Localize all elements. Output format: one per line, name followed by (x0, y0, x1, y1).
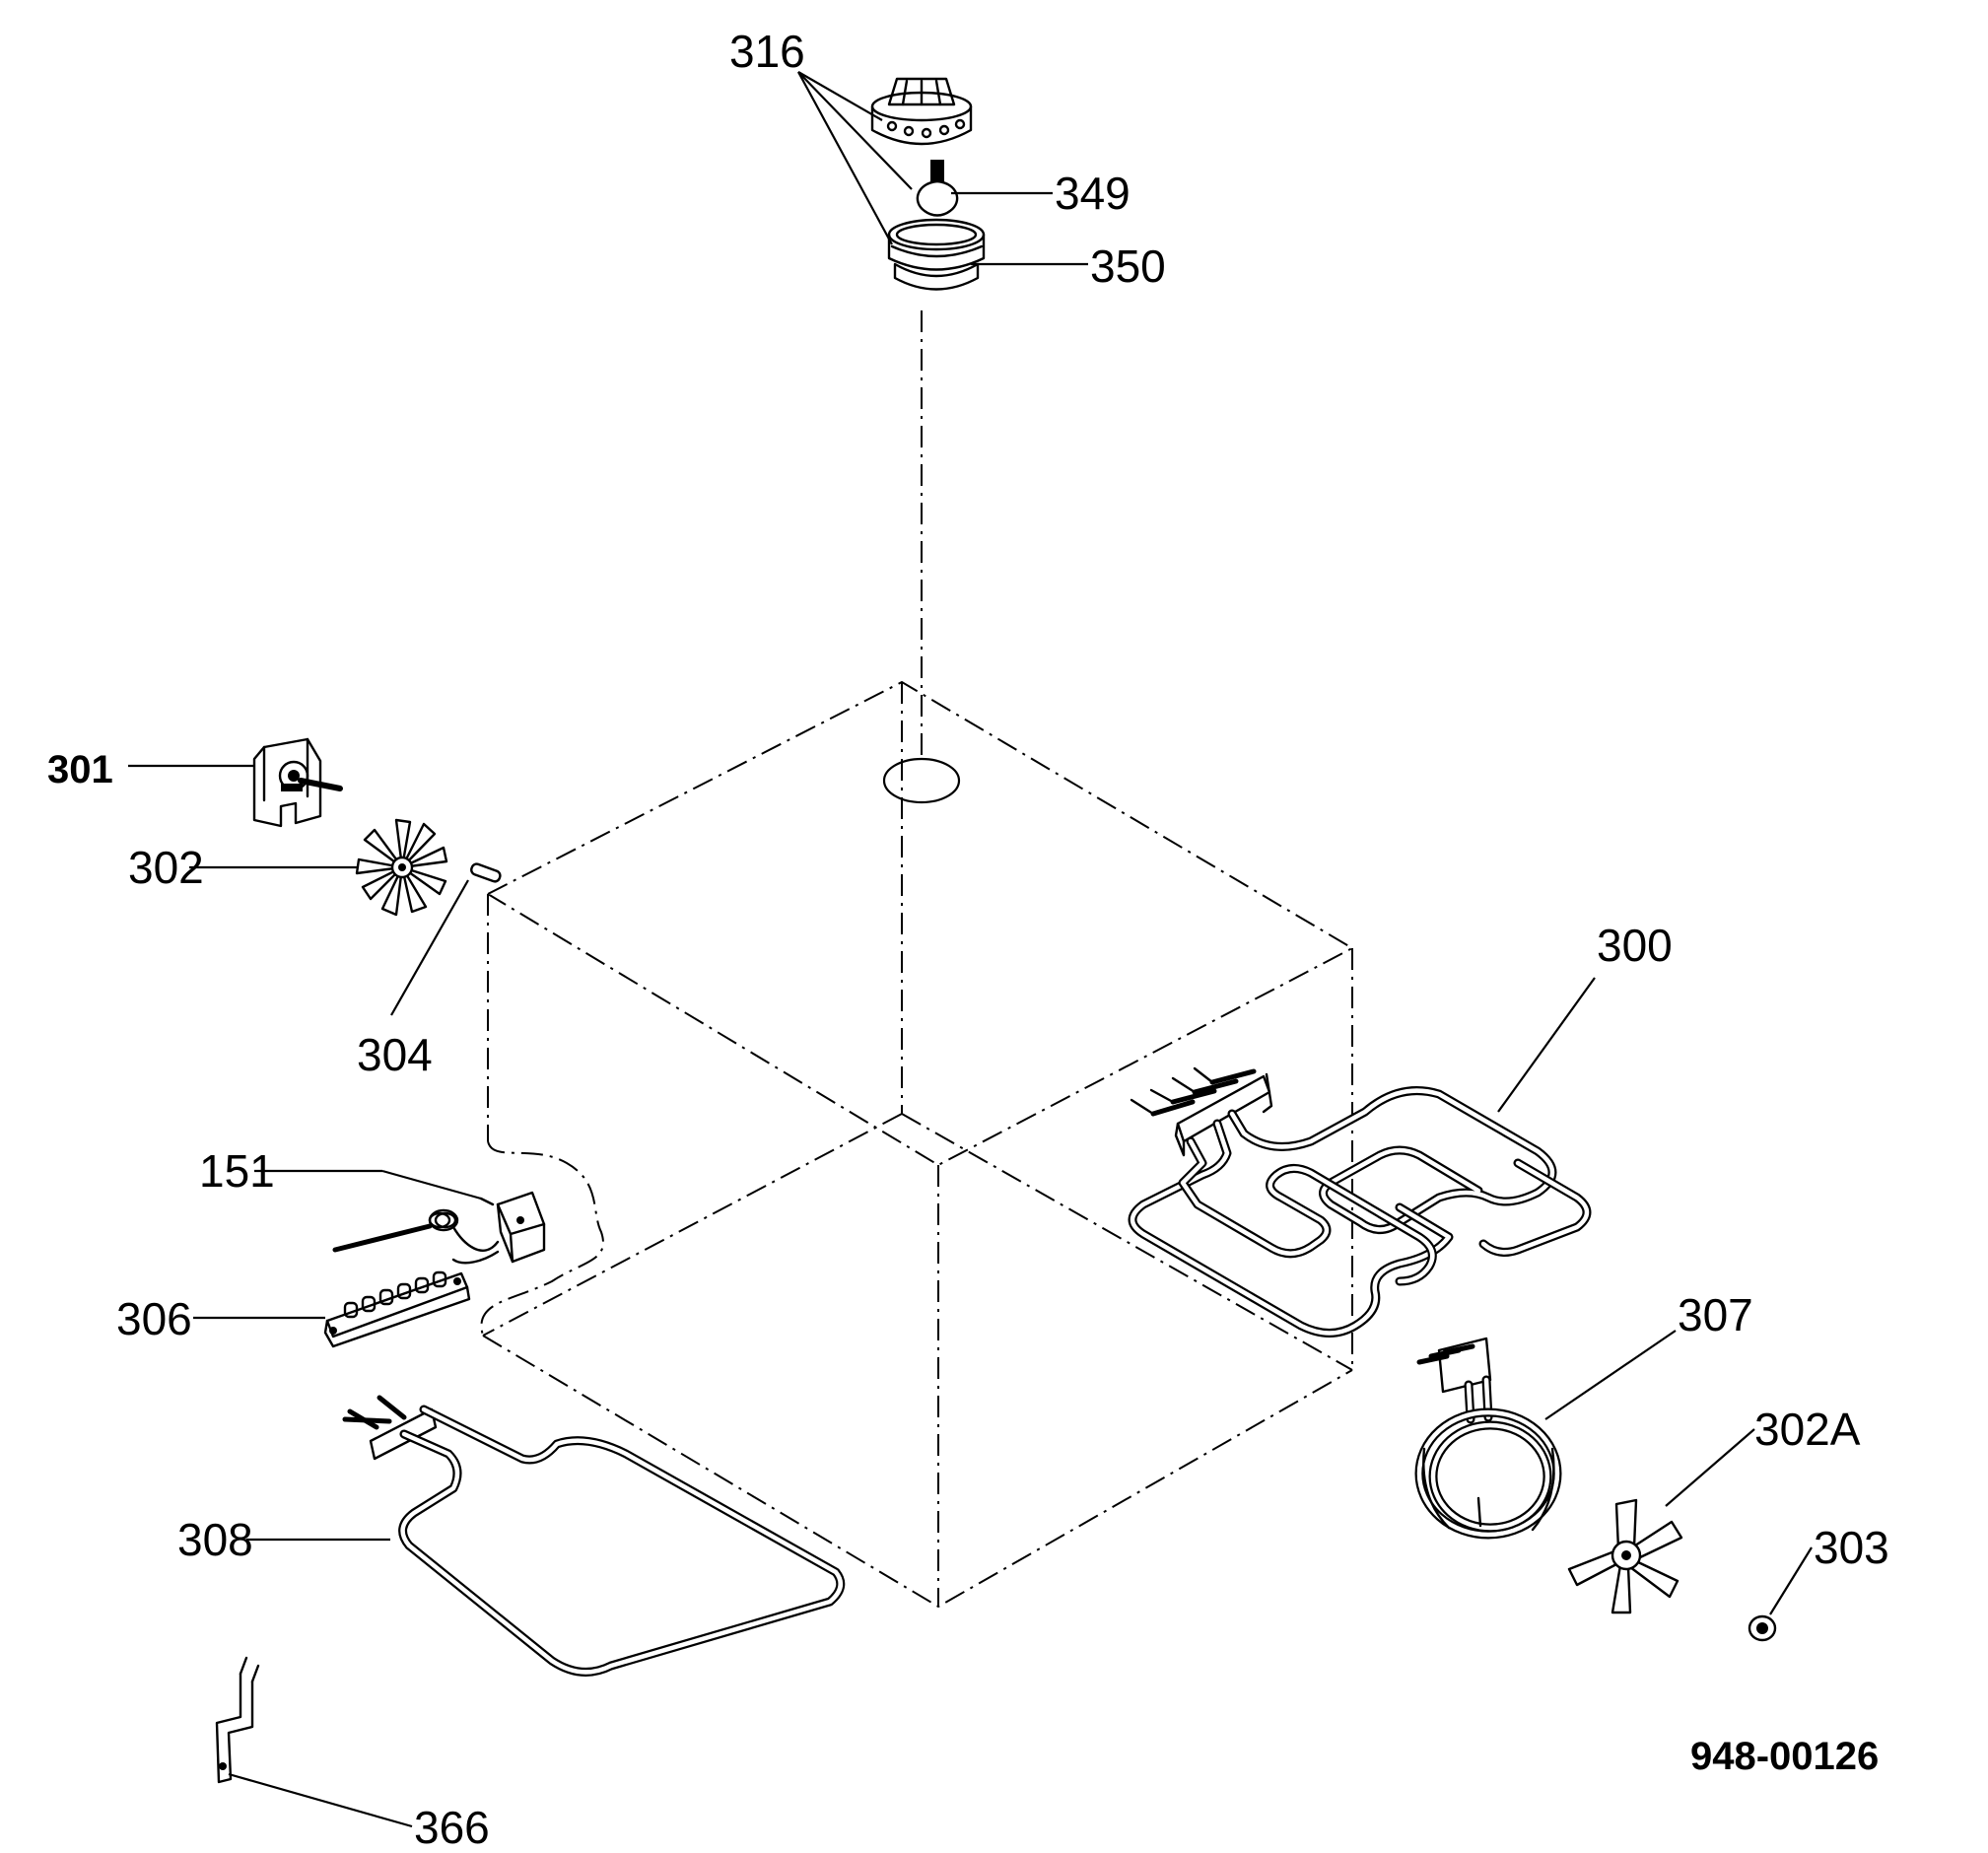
oven-cavity-outline (480, 310, 1355, 1609)
lamp-hole (882, 757, 961, 804)
thermostat-part (332, 1191, 546, 1265)
leader-lines (128, 71, 1813, 1828)
fan-motor-part (252, 737, 343, 828)
bracket-part (215, 1656, 260, 1784)
label-349: 349 (1055, 168, 1131, 219)
label-151: 151 (199, 1145, 275, 1197)
label-366: 366 (414, 1802, 490, 1848)
lamp-bulb-part (916, 160, 959, 217)
label-304: 304 (357, 1029, 433, 1080)
grill-element-part (1128, 1066, 1592, 1338)
label-306: 306 (116, 1293, 192, 1344)
label-308: 308 (177, 1514, 253, 1565)
fan-blade-part (355, 818, 448, 917)
label-302a: 302A (1754, 1404, 1861, 1455)
drawing-number: 948-00126 (1690, 1735, 1879, 1778)
fan-blade-302a-part (1567, 1498, 1683, 1614)
circular-element-part (1414, 1337, 1562, 1540)
label-307: 307 (1678, 1289, 1753, 1340)
label-300: 300 (1597, 920, 1673, 971)
lamp-holder-ring-part (887, 218, 986, 291)
terminal-block-part (323, 1270, 471, 1348)
nut-part (1748, 1614, 1777, 1642)
lamp-cover-part (870, 77, 973, 146)
label-303: 303 (1814, 1522, 1889, 1573)
label-302: 302 (128, 842, 204, 893)
label-350: 350 (1090, 240, 1166, 292)
bottom-element-part (342, 1395, 846, 1677)
pin-part (470, 862, 502, 883)
label-316: 316 (729, 26, 805, 77)
label-301: 301 (47, 748, 113, 791)
